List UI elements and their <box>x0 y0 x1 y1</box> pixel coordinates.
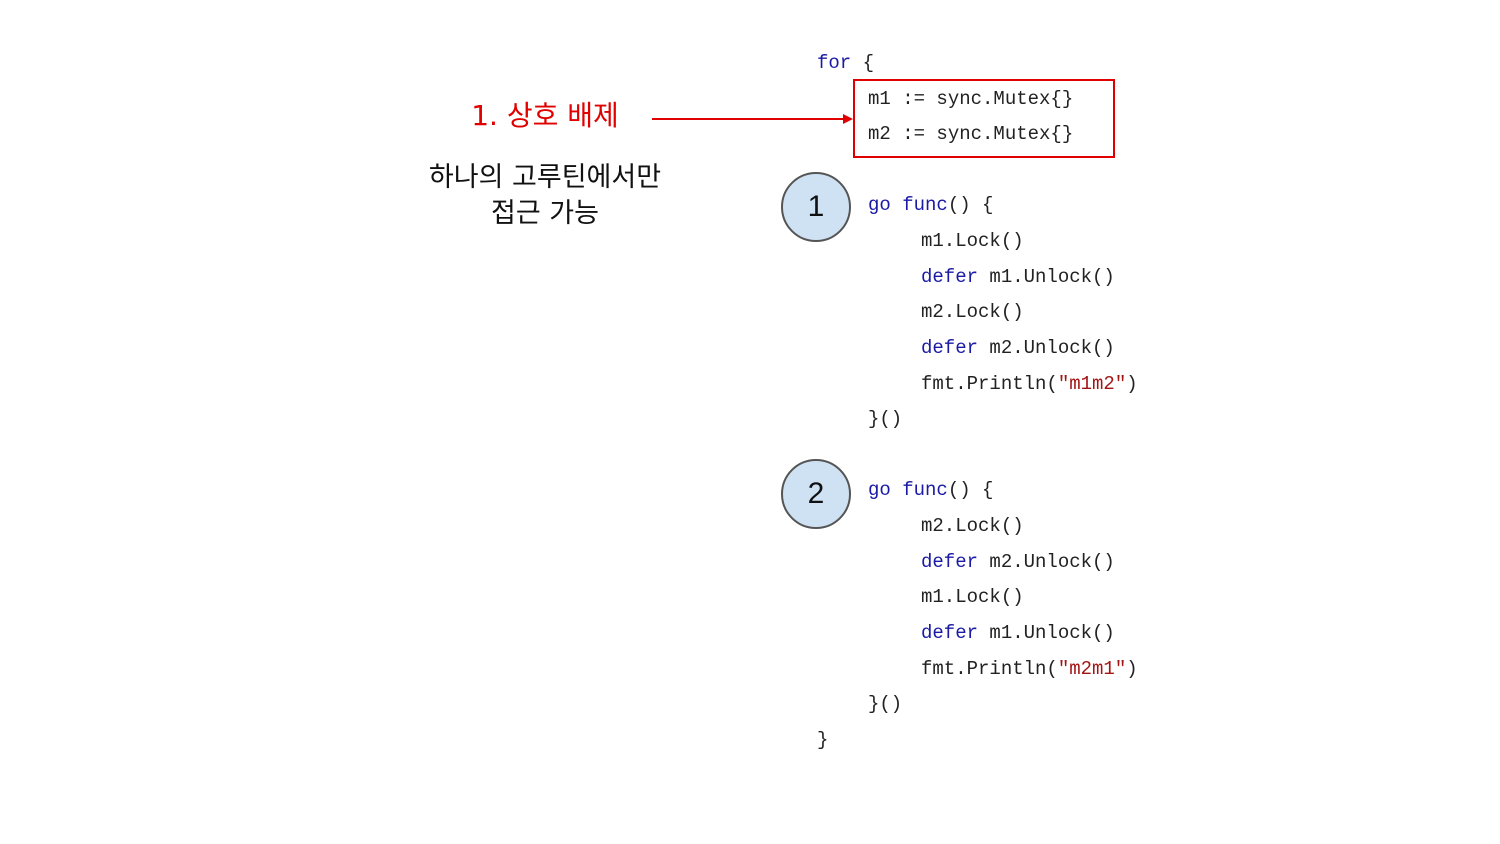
description-line-1: 하나의 고루틴에서만 <box>428 162 662 193</box>
goroutine-2-close: }() <box>868 693 903 715</box>
go-keyword: go <box>868 479 891 501</box>
unlock-call: m1.Unlock() <box>978 266 1115 288</box>
unlock-call: m1.Unlock() <box>978 622 1115 644</box>
mutual-exclusion-description: 하나의 고루틴에서만 접근 가능 <box>392 160 698 232</box>
goroutine-2-unlock-2: defer m1.Unlock() <box>921 621 1115 645</box>
goroutine-2-header: go func() { <box>868 478 993 502</box>
goroutine-2-unlock-1: defer m2.Unlock() <box>921 550 1115 574</box>
goroutine-2-lock-2: m1.Lock() <box>921 586 1024 608</box>
go-keyword: go <box>868 194 891 216</box>
goroutine-1-close: }() <box>868 408 903 430</box>
unlock-call: m2.Unlock() <box>978 337 1115 359</box>
mutex-highlight-box <box>853 79 1115 158</box>
mutex-line-1: m1 := sync.Mutex{} <box>868 88 1074 110</box>
func-open: () { <box>947 479 994 501</box>
for-close-brace: } <box>817 729 829 751</box>
arrow-head <box>843 114 853 124</box>
defer-keyword: defer <box>921 266 979 288</box>
print-prefix: fmt.Println( <box>921 373 1058 395</box>
for-keyword: for <box>817 52 852 74</box>
goroutine-2-lock-1: m2.Lock() <box>921 515 1024 537</box>
goroutine-1-unlock-1: defer m1.Unlock() <box>921 265 1115 289</box>
for-open-brace: { <box>851 52 875 74</box>
goroutine-1-header: go func() { <box>868 193 993 217</box>
goroutine-2-badge: 2 <box>781 459 851 529</box>
description-line-2: 접근 가능 <box>491 198 599 229</box>
pointer-arrow <box>652 114 853 124</box>
defer-keyword: defer <box>921 551 979 573</box>
unlock-call: m2.Unlock() <box>978 551 1115 573</box>
print-string: "m2m1" <box>1057 658 1127 680</box>
goroutine-1-lock-1: m1.Lock() <box>921 230 1024 252</box>
mutual-exclusion-title: 1. 상호 배제 <box>471 99 619 132</box>
print-suffix: ) <box>1126 658 1138 680</box>
goroutine-1-print: fmt.Println("m1m2") <box>921 372 1138 396</box>
func-keyword: func <box>902 194 948 216</box>
print-prefix: fmt.Println( <box>921 658 1058 680</box>
goroutine-1-badge: 1 <box>781 172 851 242</box>
func-keyword: func <box>902 479 948 501</box>
print-string: "m1m2" <box>1057 373 1127 395</box>
print-suffix: ) <box>1126 373 1138 395</box>
goroutine-1-unlock-2: defer m2.Unlock() <box>921 336 1115 360</box>
for-line: for { <box>817 51 874 75</box>
func-open: () { <box>947 194 994 216</box>
goroutine-2-print: fmt.Println("m2m1") <box>921 657 1138 681</box>
defer-keyword: defer <box>921 337 979 359</box>
mutex-line-2: m2 := sync.Mutex{} <box>868 123 1074 145</box>
goroutine-1-lock-2: m2.Lock() <box>921 301 1024 323</box>
defer-keyword: defer <box>921 622 979 644</box>
